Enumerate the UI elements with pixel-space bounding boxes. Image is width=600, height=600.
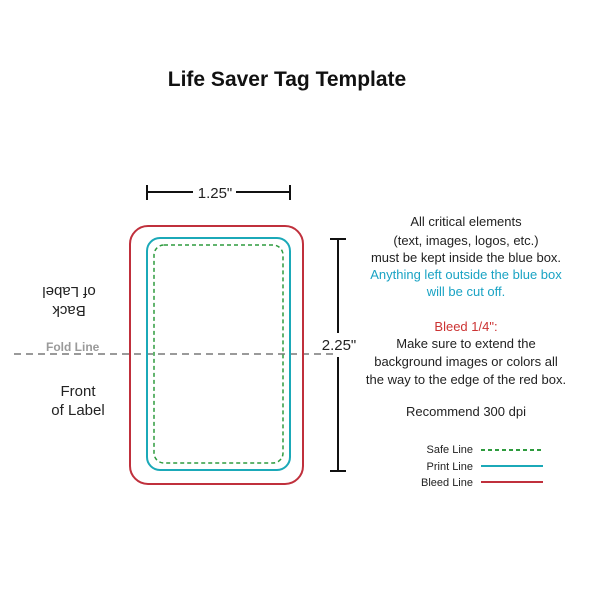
instructions: All critical elements (text, images, log… [366, 214, 566, 419]
legend-bleed-label: Bleed Line [421, 477, 473, 489]
critical-note-line3: must be kept inside the blue box. [371, 250, 561, 265]
back-label-line1: Back [52, 302, 86, 319]
bleed-note-line3: the way to the edge of the red box. [366, 372, 566, 387]
bleed-title: Bleed 1/4": [434, 319, 497, 334]
front-label-line2: of Label [51, 402, 104, 419]
legend: Safe Line Print Line Bleed Line [421, 444, 543, 489]
width-dimension-label: 1.25" [198, 185, 233, 202]
critical-note-line2: (text, images, logos, etc.) [393, 233, 538, 248]
back-of-label: Back of Label [42, 283, 95, 319]
cutoff-note-line1: Anything left outside the blue box [370, 267, 562, 282]
cutoff-note-line2: will be cut off. [426, 284, 506, 299]
critical-note-line1: All critical elements [410, 214, 522, 229]
safe-box [153, 244, 284, 464]
print-box [146, 237, 291, 471]
height-dimension-label: 2.25" [322, 337, 357, 354]
dpi-note: Recommend 300 dpi [406, 404, 526, 419]
back-label-line2: of Label [42, 283, 95, 300]
bleed-note-line2: background images or colors all [374, 354, 558, 369]
legend-print-label: Print Line [427, 461, 473, 473]
bleed-note-line1: Make sure to extend the [396, 336, 535, 351]
bleed-box [129, 225, 304, 485]
legend-safe-label: Safe Line [427, 444, 473, 456]
height-dimension: 2.25" [322, 238, 357, 472]
front-of-label: Front of Label [51, 383, 104, 419]
page-title: Life Saver Tag Template [168, 68, 406, 91]
fold-line-label: Fold Line [46, 340, 100, 354]
front-label-line1: Front [60, 383, 96, 400]
width-dimension: 1.25" [146, 185, 291, 202]
